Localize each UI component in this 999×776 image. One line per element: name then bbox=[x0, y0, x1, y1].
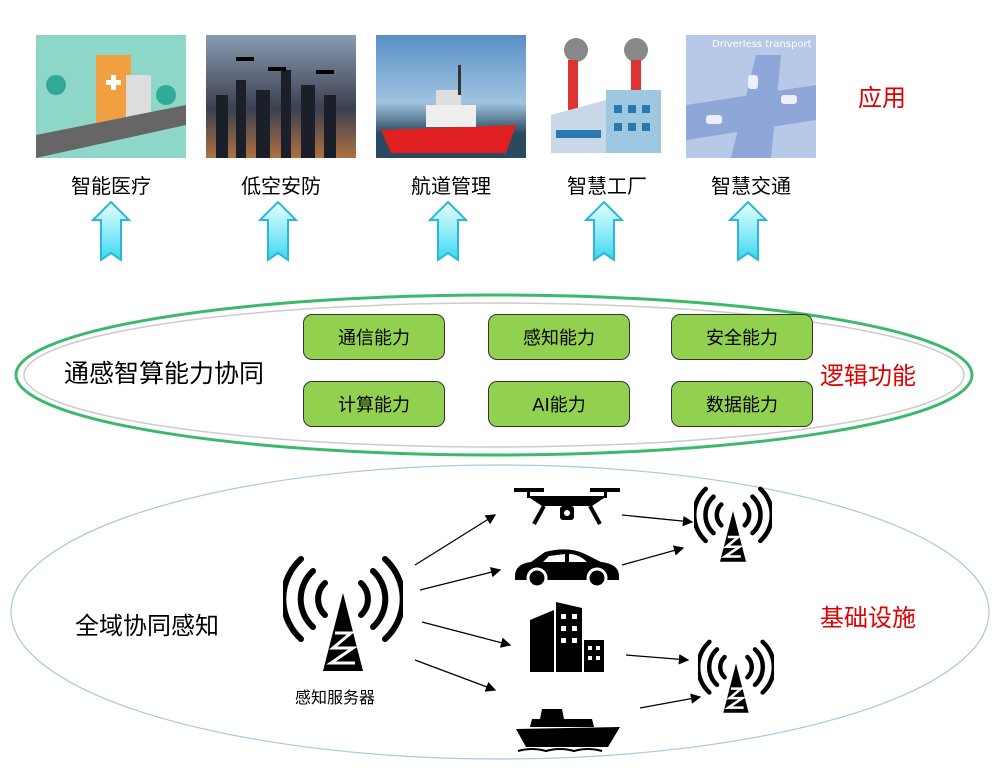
cell-tower-icon bbox=[698, 639, 774, 713]
up-arrow-icon bbox=[258, 200, 298, 262]
infrastructure-title: 全域协同感知 bbox=[75, 612, 219, 640]
drone-icon bbox=[514, 488, 620, 525]
cell-tower-icon bbox=[694, 486, 772, 562]
app-label-traffic: 智慧交通 bbox=[711, 174, 791, 198]
application-layer-label: 应用 bbox=[858, 84, 906, 112]
capability-ai: AI能力 bbox=[488, 381, 630, 427]
up-arrow-icon bbox=[584, 200, 624, 262]
traffic-image: Driverless transport bbox=[686, 35, 816, 158]
capability-communication: 通信能力 bbox=[303, 314, 445, 360]
car-icon bbox=[515, 549, 619, 588]
ship-harbor-image bbox=[376, 35, 526, 158]
capability-data: 数据能力 bbox=[671, 381, 813, 427]
ship-icon bbox=[516, 709, 620, 753]
app-label-low-altitude: 低空安防 bbox=[241, 174, 321, 198]
infrastructure-ellipse bbox=[10, 464, 990, 760]
server-label: 感知服务器 bbox=[295, 688, 376, 707]
drone-city-image bbox=[206, 35, 356, 158]
app-label-medical: 智能医疗 bbox=[71, 174, 151, 198]
capability-sensing: 感知能力 bbox=[488, 314, 630, 360]
capability-security: 安全能力 bbox=[671, 314, 813, 360]
app-label-factory: 智慧工厂 bbox=[567, 174, 647, 198]
server-tower-icon bbox=[283, 556, 403, 671]
building-icon bbox=[530, 602, 604, 672]
medical-image bbox=[36, 35, 186, 158]
up-arrow-icon bbox=[91, 200, 131, 262]
infrastructure-layer-label: 基础设施 bbox=[820, 604, 916, 632]
up-arrow-icon bbox=[728, 200, 768, 262]
logic-title: 通感智算能力协同 bbox=[64, 359, 265, 388]
app-label-waterway: 航道管理 bbox=[411, 174, 491, 198]
capability-computing: 计算能力 bbox=[303, 381, 445, 427]
logic-layer-label: 逻辑功能 bbox=[820, 362, 916, 390]
factory-image bbox=[546, 35, 668, 158]
traffic-image-caption: Driverless transport bbox=[712, 39, 812, 50]
up-arrow-icon bbox=[428, 200, 468, 262]
